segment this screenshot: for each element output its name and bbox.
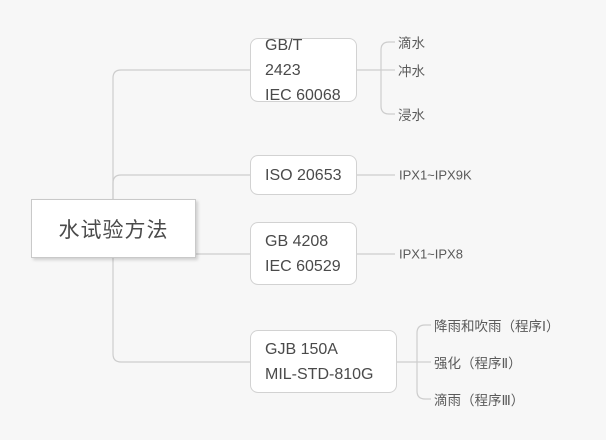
node-branch-gbt2423-line2: IEC 60068: [265, 86, 341, 104]
leaf-gjb150a-2[interactable]: 滴雨（程序Ⅲ）: [434, 393, 525, 408]
leaf-gbt2423-0[interactable]: 滴水: [398, 36, 425, 51]
node-branch-gbt2423-line1: GB/T 2423: [265, 36, 303, 79]
node-branch-gjb150a-line2: MIL-STD-810G: [265, 365, 374, 383]
node-root-label: 水试验方法: [58, 218, 169, 242]
node-branch-gbt2423[interactable]: GB/T 2423 IEC 60068: [250, 37, 357, 104]
connector-gjb150a-leaf-2: [416, 362, 431, 400]
leaf-gjb150a-0[interactable]: 降雨和吹雨（程序Ⅰ）: [434, 319, 560, 334]
node-branch-gb4208[interactable]: GB 4208 IEC 60529: [250, 222, 357, 285]
node-branch-iso20653[interactable]: ISO 20653: [250, 155, 357, 195]
leaf-gbt2423-2[interactable]: 浸水: [398, 108, 425, 123]
node-branch-gb4208-line2: IEC 60529: [265, 257, 341, 275]
leaf-iso20653-0[interactable]: IPX1~IPX9K: [399, 167, 472, 183]
leaf-gbt2423-1[interactable]: 冲水: [398, 64, 425, 79]
node-branch-gjb150a-line1: GJB 150A: [265, 340, 338, 358]
leaf-gb4208-0[interactable]: IPX1~IPX8: [399, 246, 463, 262]
connector-gbt2423-leaf-2: [380, 70, 395, 115]
connector-gjb150a-leaf-0: [416, 324, 431, 362]
node-root[interactable]: 水试验方法: [31, 199, 196, 258]
node-branch-gjb150a[interactable]: GJB 150A MIL-STD-810G: [250, 330, 397, 393]
node-branch-gb4208-line1: GB 4208: [265, 232, 329, 250]
node-branch-iso20653-line1: ISO 20653: [265, 166, 342, 184]
leaf-gjb150a-1[interactable]: 强化（程序Ⅱ）: [434, 356, 522, 371]
connector-gbt2423-leaf-0: [380, 41, 395, 70]
